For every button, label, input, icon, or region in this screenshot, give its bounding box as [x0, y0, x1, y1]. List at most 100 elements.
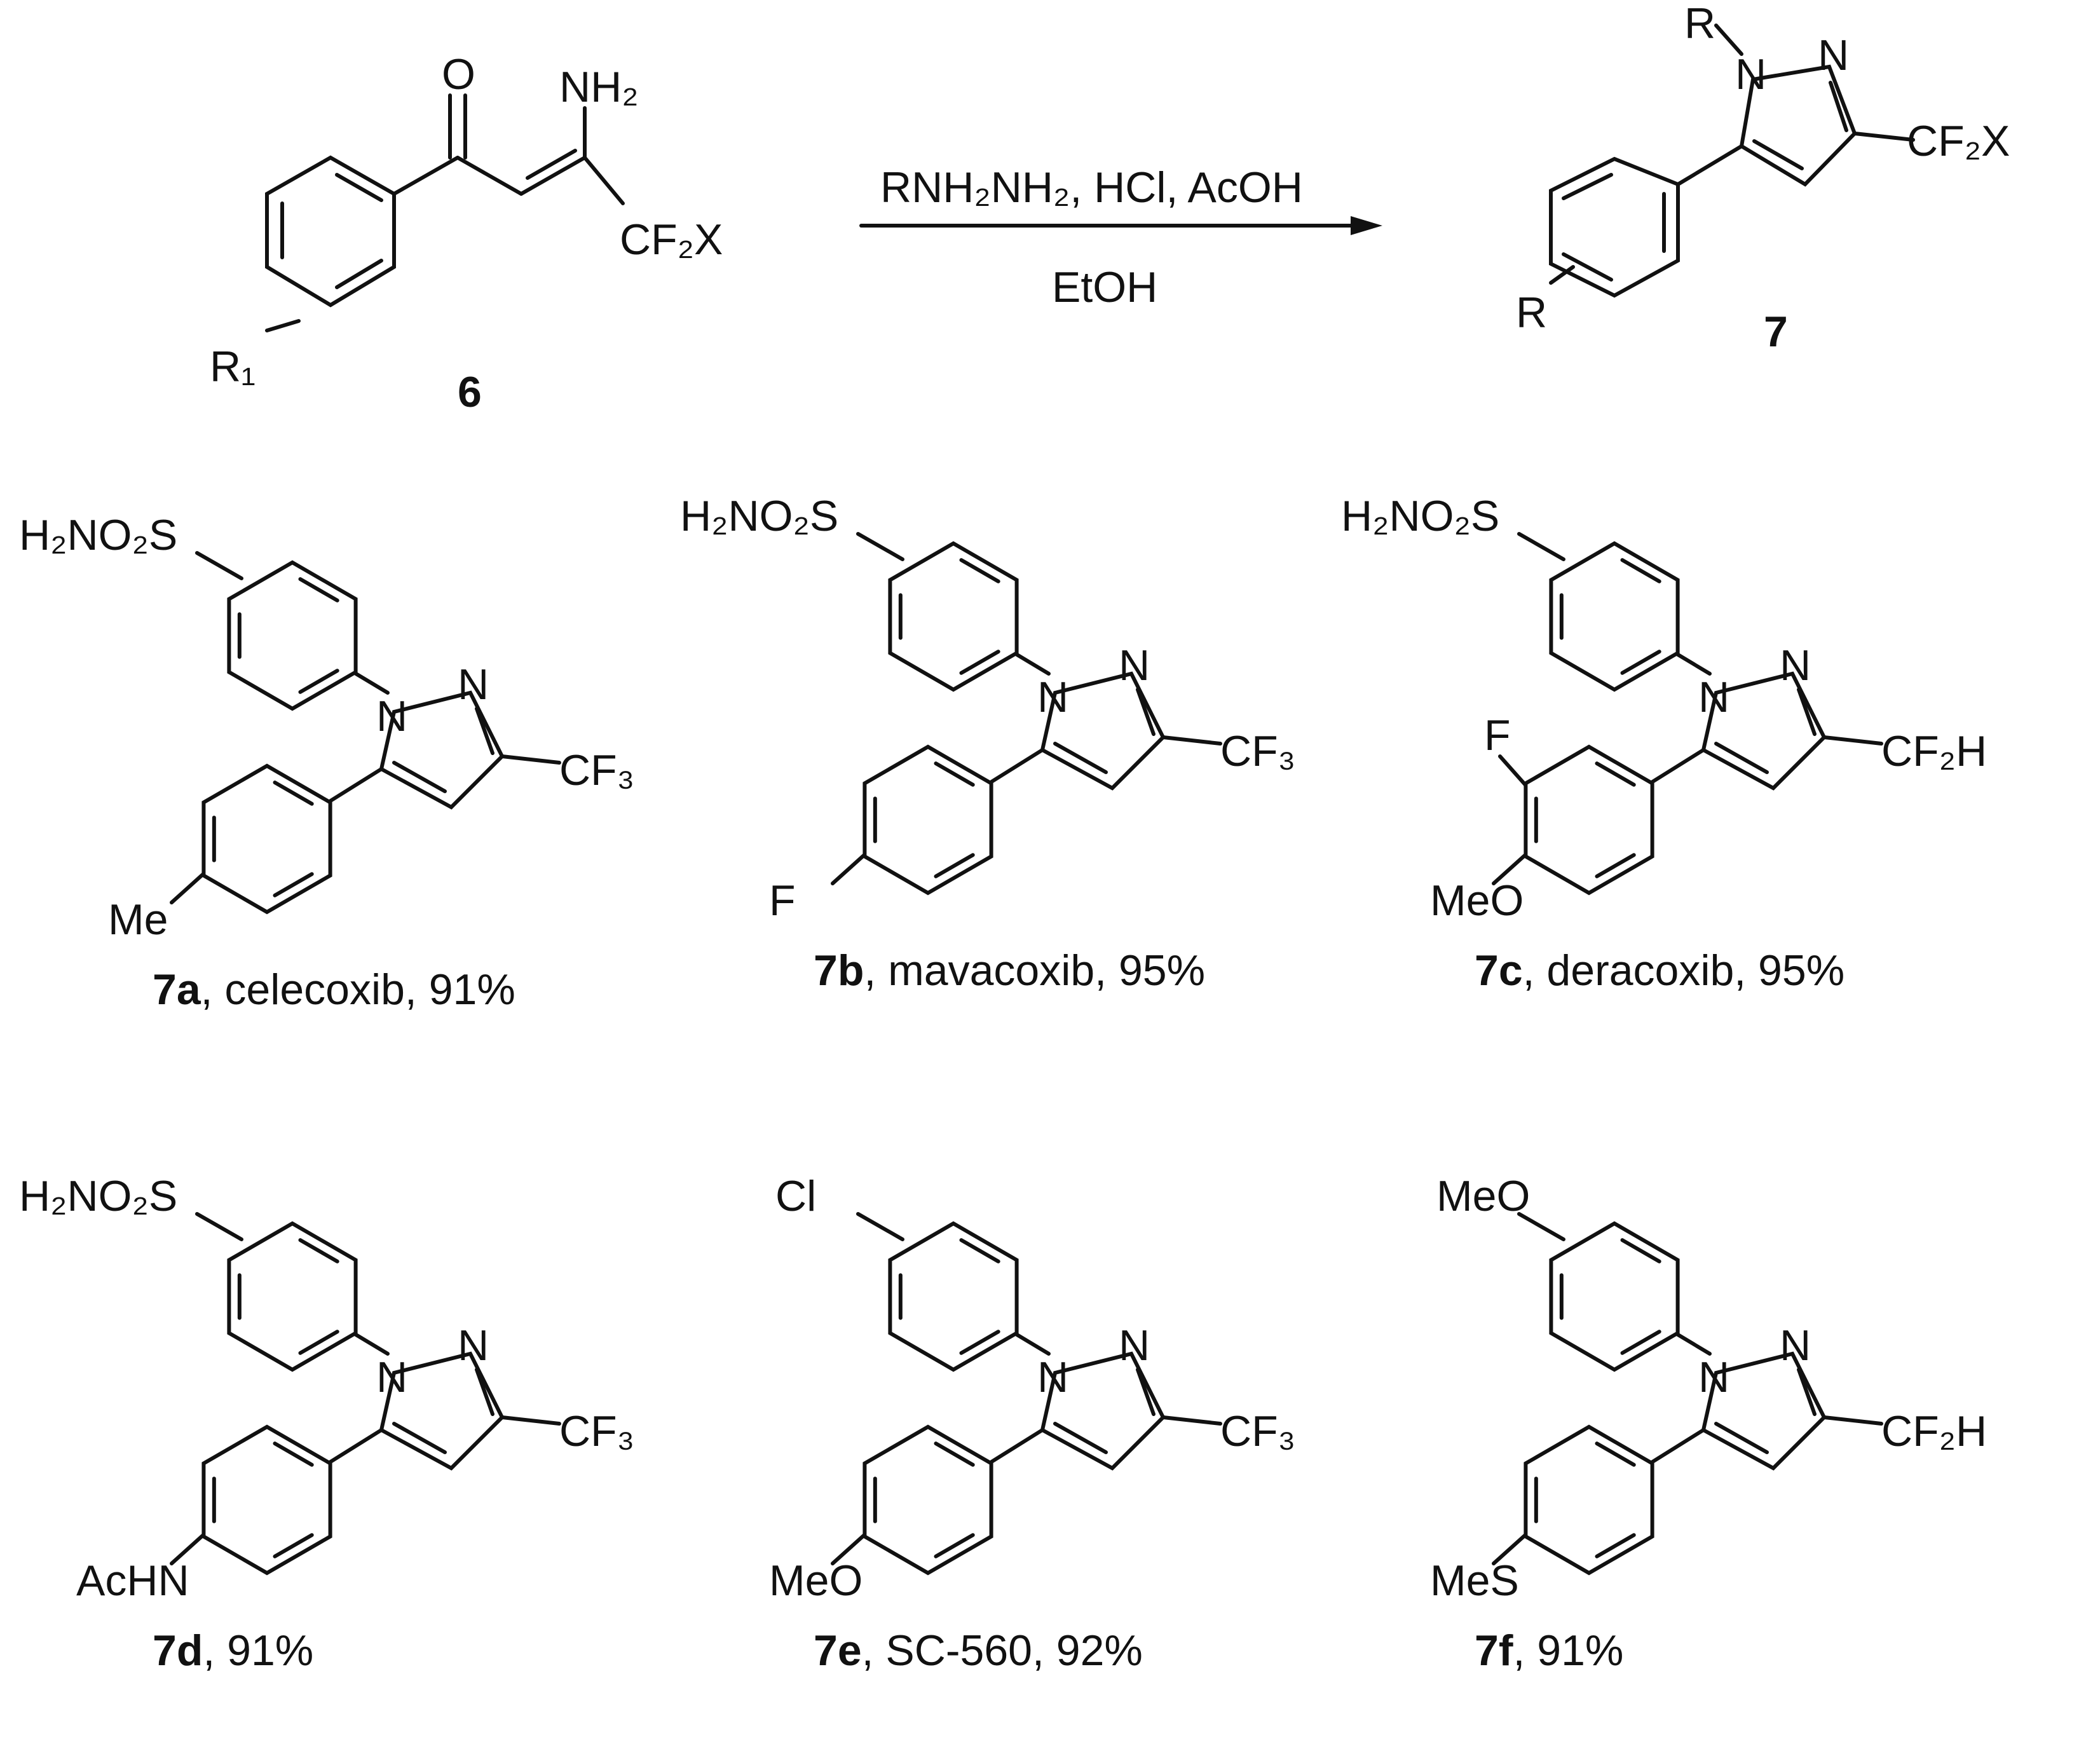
n-aryl-ring — [1549, 1221, 1680, 1372]
c-aryl-substituent-bond — [1492, 853, 1527, 885]
aromatic-double-bond — [273, 1441, 314, 1467]
n-aryl-ring — [888, 541, 1019, 692]
aromatic-double-bond — [934, 761, 975, 787]
n-aryl-pyrazole-bond — [354, 672, 390, 695]
n1-label: N — [376, 1353, 407, 1401]
arrow-head — [1351, 216, 1382, 235]
n-aryl-pyrazole-bond — [1676, 653, 1712, 676]
fluoroalkyl-bond — [1822, 1415, 1883, 1426]
benzene-ring — [265, 155, 396, 308]
pyrazole-ring — [1739, 64, 1857, 187]
compound-number-7: 7 — [1764, 308, 1788, 356]
aryl-carbonyl-bond — [392, 156, 460, 196]
fluoroalkyl-label: CF₃ — [559, 1407, 634, 1455]
compound-name-yield: , mavacoxib, 95% — [864, 946, 1205, 995]
fluoroalkyl-bond — [500, 754, 561, 765]
n-aryl-substituent-bond — [195, 1212, 243, 1241]
pyrazole-aryl-bond — [329, 767, 383, 803]
n1-label: N — [1037, 1353, 1068, 1401]
reagents-label: RNH₂NH₂, HCl, AcOH — [880, 163, 1303, 212]
compound-id: 7a — [153, 965, 201, 1014]
c-aryl-substituent-label: MeO — [1430, 876, 1524, 925]
pyrazole-double-bond — [392, 1422, 447, 1454]
n-aryl-substituent-bond — [856, 532, 904, 561]
n-aryl-substituent-label: H₂NO₂S — [680, 492, 838, 540]
aromatic-double-bond — [934, 853, 975, 878]
pyrazole-double-bond — [1829, 81, 1848, 132]
aromatic-double-bond — [934, 1441, 975, 1467]
cf2x-label: CF₂X — [1907, 117, 2010, 165]
fluoroalkyl-label: CF₂H — [1881, 1407, 1987, 1455]
pyrazole-ring — [1701, 671, 1827, 791]
solvent-label: EtOH — [1052, 263, 1157, 311]
enamine-double-bond — [519, 156, 587, 196]
pyrazole-double-bond — [1797, 688, 1817, 736]
pyrazole-aryl-bond — [1651, 748, 1705, 784]
compound-id: 7d — [153, 1626, 203, 1675]
c-aryl-substituent-label: AcHN — [76, 1556, 189, 1605]
cf2x-bond — [583, 156, 625, 205]
n-aryl-substituent-bond — [856, 1212, 904, 1241]
n2-label: N — [458, 1321, 489, 1370]
n-aryl-substituent-bond — [1517, 532, 1565, 561]
n-aryl-substituent-bond — [1517, 1212, 1565, 1241]
compound-name-yield: , deracoxib, 95% — [1523, 946, 1845, 995]
n-aryl-ring — [888, 1221, 1019, 1372]
aromatic-double-bond — [1620, 1330, 1661, 1355]
compound-name-yield: , celecoxib, 91% — [201, 965, 515, 1014]
aryl-r-label: R — [1516, 289, 1547, 337]
aromatic-double-bond — [273, 872, 314, 897]
pyrazole-aryl-bond — [1651, 1428, 1705, 1464]
aromatic-double-bond — [298, 1330, 339, 1355]
aromatic-double-bond — [335, 259, 383, 289]
pyrazole-double-bond — [392, 761, 447, 793]
pyrazole-aryl-bond — [990, 748, 1044, 784]
n2-label: N — [458, 660, 489, 709]
pyrazole-double-bond — [1714, 1422, 1769, 1454]
compound-name-yield: , 91% — [1513, 1626, 1623, 1675]
compound-name-yield: , 91% — [203, 1626, 313, 1675]
n2-label: N — [1780, 641, 1811, 690]
n-aryl-substituent-label: H₂NO₂S — [1341, 492, 1499, 540]
c-aryl-substituent-label: MeS — [1430, 1556, 1519, 1605]
fluoroalkyl-label: CF₂H — [1881, 727, 1987, 775]
compound-caption: 7f, 91% — [1475, 1626, 1623, 1675]
aromatic-double-bond — [1595, 761, 1636, 787]
compound-7f: MeO N N CF₂H MeS 7f, 91% — [1430, 1172, 1987, 1675]
n1-label: N — [1037, 673, 1068, 721]
pyrazole-ring — [1040, 1351, 1166, 1471]
compound-caption: 7a, celecoxib, 91% — [153, 965, 515, 1014]
product-7: R N N CF₂X R 7 — [1516, 0, 2010, 356]
pyrazole-aryl-bond — [1676, 144, 1743, 186]
cf2x-label: CF₂X — [620, 215, 723, 264]
r-bond — [1714, 24, 1743, 56]
fluoroalkyl-bond — [1161, 735, 1222, 746]
n1-label: N — [1698, 1353, 1729, 1401]
pyrazole-double-bond — [475, 707, 494, 755]
n-aryl-ring — [227, 1221, 358, 1372]
fluoroalkyl-label: CF₃ — [1220, 727, 1295, 775]
pyrazole-double-bond — [1053, 742, 1108, 774]
n-aryl-substituent-label: MeO — [1436, 1172, 1530, 1220]
pyrazole-ring — [379, 1351, 505, 1471]
n2-label: N — [1780, 1321, 1811, 1370]
r1-label: R₁ — [210, 343, 256, 391]
aromatic-double-bond — [298, 669, 339, 694]
aromatic-double-bond — [1595, 1533, 1636, 1558]
compound-id: 7b — [814, 946, 864, 995]
c-aryl-substituent-bond — [170, 872, 205, 904]
c-aryl-substituent-label: Me — [108, 896, 168, 944]
compound-number-6: 6 — [458, 368, 482, 416]
n2-label: N — [1119, 641, 1150, 690]
compound-name-yield: , SC-560, 92% — [862, 1626, 1143, 1675]
fluoroalkyl-label: CF₃ — [559, 746, 634, 794]
n2-label: N — [1818, 31, 1849, 79]
pyrazole-aryl-bond — [990, 1428, 1044, 1464]
n-aryl-substituent-label: H₂NO₂S — [19, 1172, 177, 1220]
c-aryl-substituent-bond — [831, 1533, 866, 1565]
c-aryl-substituent-bond — [1492, 1533, 1527, 1565]
